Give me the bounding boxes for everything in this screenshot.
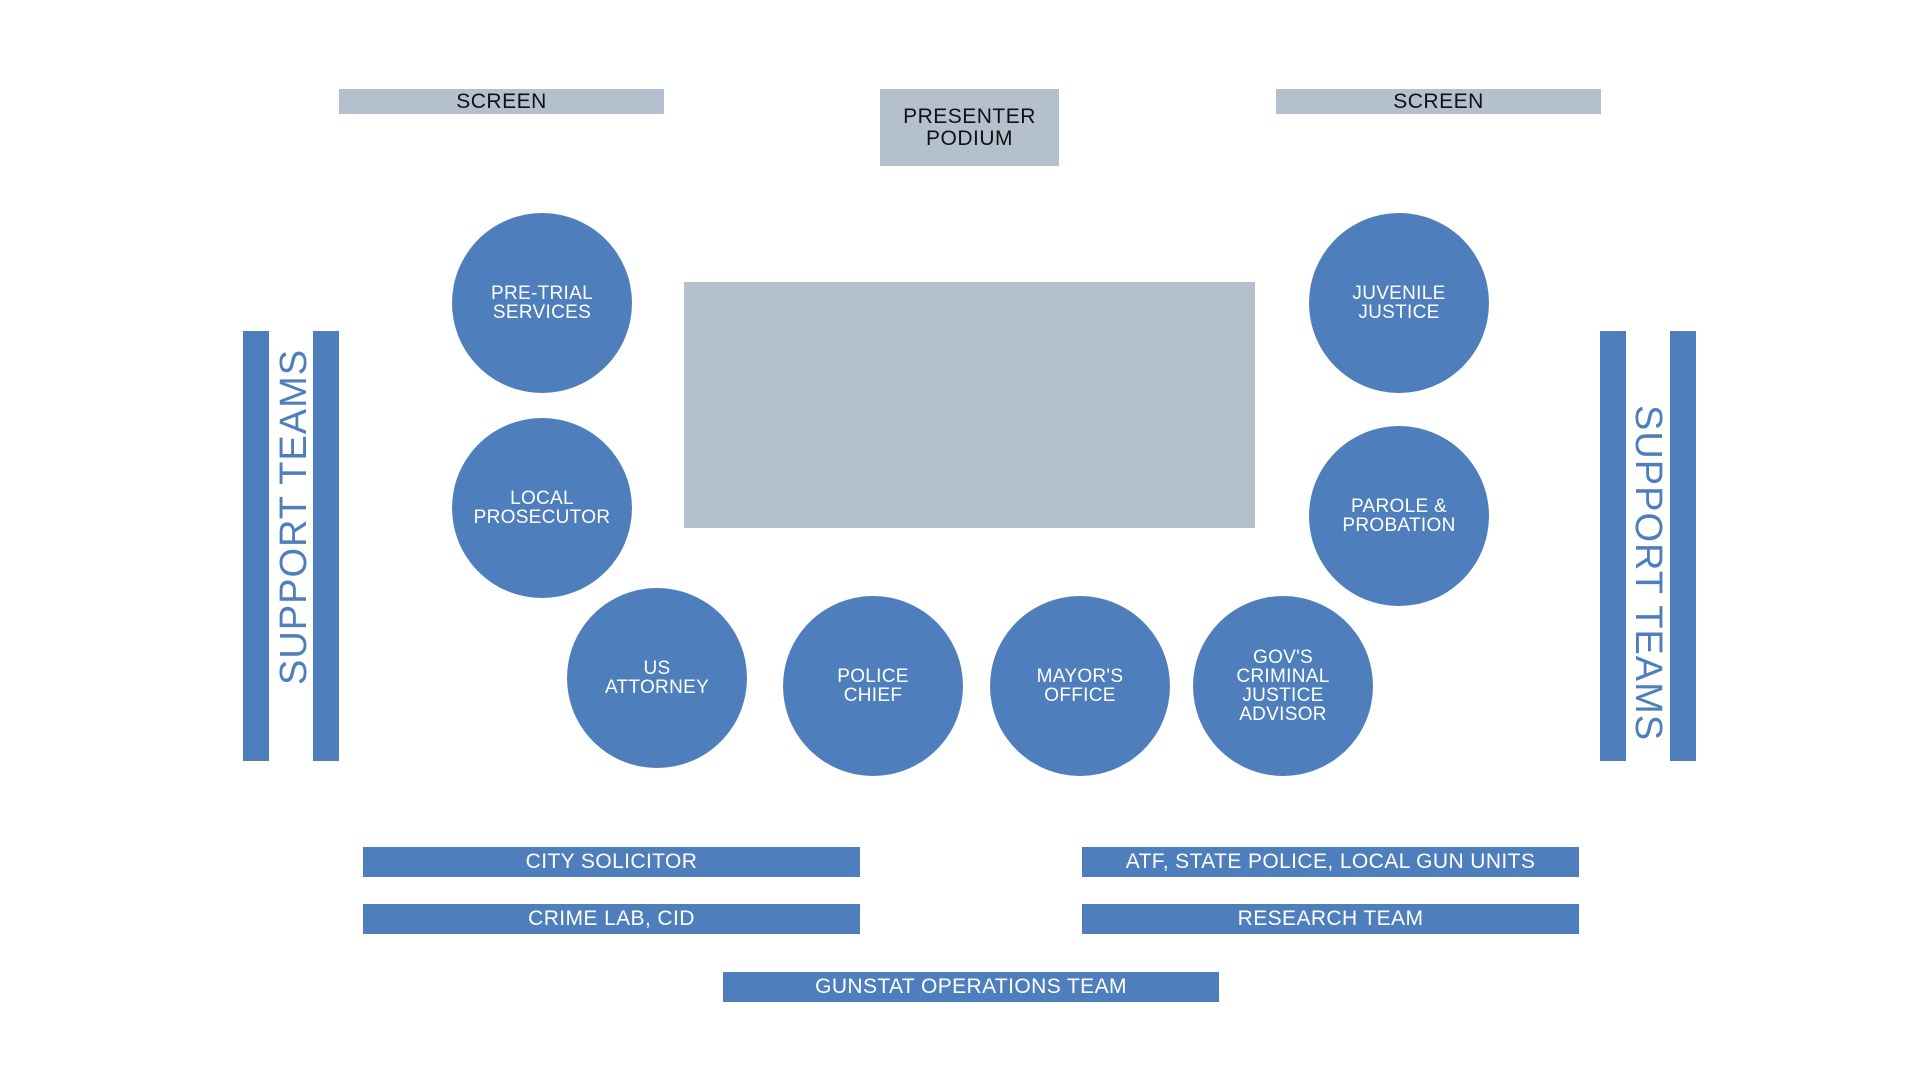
seat-label: JUSTICE [1242, 685, 1324, 706]
seat-label: POLICE [837, 666, 909, 687]
seat-police-chief: POLICE CHIEF [783, 596, 963, 776]
support-rail-left-inner [313, 331, 339, 761]
seat-label: CHIEF [843, 685, 903, 706]
seat-label: OFFICE [1044, 685, 1116, 706]
seat-label: PRE-TRIAL [491, 283, 593, 304]
seat-label: MAYOR'S [1036, 666, 1124, 687]
support-teams-label-left: SUPPORT TEAMS [273, 348, 315, 685]
bar-crime-lab: CRIME LAB, CID [363, 904, 860, 934]
podium-label-line2: PODIUM [926, 126, 1013, 150]
seat-label: GOV'S [1252, 647, 1314, 668]
bar-atf-state-police: ATF, STATE POLICE, LOCAL GUN UNITS [1082, 847, 1579, 877]
screen-right: SCREEN [1276, 89, 1601, 114]
seat-label: LOCAL [510, 488, 574, 509]
bar-label: ATF, STATE POLICE, LOCAL GUN UNITS [1125, 850, 1536, 873]
support-rail-left-outer [243, 331, 269, 761]
seat-label: ATTORNEY [604, 677, 710, 698]
seat-local-prosecutor: LOCAL PROSECUTOR [452, 418, 632, 598]
seat-us-attorney: US ATTORNEY [567, 588, 747, 768]
seat-juvenile-justice: JUVENILE JUSTICE [1309, 213, 1489, 393]
bar-label: GUNSTAT OPERATIONS TEAM [815, 975, 1127, 998]
seat-pretrial-services: PRE-TRIAL SERVICES [452, 213, 632, 393]
seat-parole-probation: PAROLE & PROBATION [1309, 426, 1489, 606]
seat-govs-criminal-justice-advisor: GOV'S CRIMINAL JUSTICE ADVISOR [1193, 596, 1373, 776]
seat-label: SERVICES [492, 302, 592, 323]
seat-label: PAROLE & [1350, 496, 1448, 517]
seat-mayors-office: MAYOR'S OFFICE [990, 596, 1170, 776]
bar-label: RESEARCH TEAM [1237, 907, 1424, 930]
seat-label: US [643, 658, 671, 679]
support-rail-right-inner [1600, 331, 1626, 761]
seat-label: ADVISOR [1239, 704, 1327, 725]
bar-gunstat-operations: GUNSTAT OPERATIONS TEAM [723, 972, 1219, 1002]
seat-label: JUSTICE [1358, 302, 1440, 323]
screen-right-label: SCREEN [1393, 89, 1484, 113]
bar-research-team: RESEARCH TEAM [1082, 904, 1579, 934]
seat-label: JUVENILE [1352, 283, 1446, 304]
center-table [684, 282, 1255, 528]
bar-city-solicitor: CITY SOLICITOR [363, 847, 860, 877]
screen-left: SCREEN [339, 89, 664, 114]
bar-label: CITY SOLICITOR [525, 850, 698, 873]
seat-label: PROSECUTOR [473, 507, 611, 528]
seat-label: PROBATION [1342, 515, 1456, 536]
support-rail-right-outer [1670, 331, 1696, 761]
bar-label: CRIME LAB, CID [528, 907, 695, 930]
seat-label: CRIMINAL [1236, 666, 1330, 687]
presenter-podium: PRESENTER PODIUM [880, 89, 1059, 166]
support-teams-label-right: SUPPORT TEAMS [1627, 405, 1669, 742]
screen-left-label: SCREEN [456, 89, 547, 113]
podium-label-line1: PRESENTER [903, 104, 1036, 128]
